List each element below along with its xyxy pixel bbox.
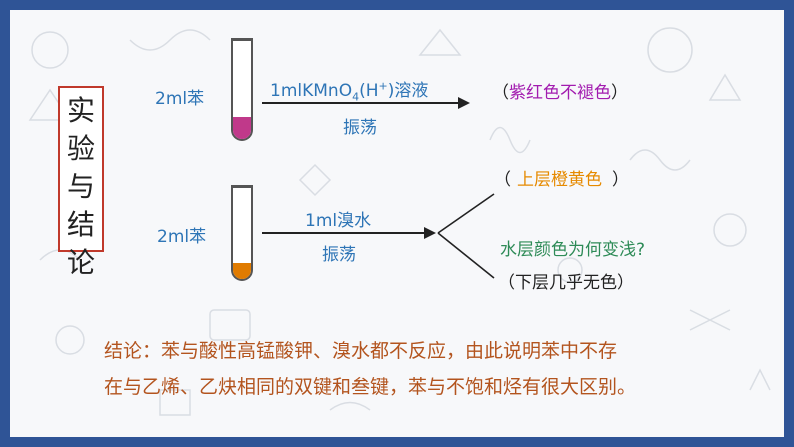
tube-lip (233, 185, 251, 188)
exp1-result-text: 紫红色不褪色 (509, 83, 611, 103)
exp2-upper-result: （ 上层橙黄色 ） (494, 165, 629, 190)
exp1-sample-label: 2ml苯 (155, 89, 205, 109)
exp2-lower-result: （下层几乎无色） (498, 273, 634, 293)
frame-left (0, 0, 10, 447)
conclusion-line-1: 结论：苯与酸性高锰酸钾、溴水都不反应，由此说明苯中不存 (104, 340, 618, 362)
exp1-result-open: （ (492, 83, 509, 103)
tube-lip (233, 38, 251, 41)
test-tube-kmno4 (231, 38, 253, 141)
exp2-upper-text: 上层橙黄色 (517, 170, 602, 190)
exp1-reagent-sub: 4 (352, 90, 360, 104)
exp2-branch-lines (437, 193, 495, 279)
exp2-reagent-label: 1ml溴水 (305, 211, 372, 231)
exp2-action-label: 振荡 (322, 245, 356, 265)
conclusion-line-2: 在与乙烯、乙炔相同的双键和叁键，苯与不饱和烃有很大区别。 (104, 376, 637, 398)
frame-right (784, 0, 794, 447)
exp2-sample-label: 2ml苯 (157, 227, 207, 247)
exp1-reagent-prefix: 1mlKMnO (270, 81, 353, 101)
exp1-action-label: 振荡 (343, 118, 377, 138)
side-title-box (58, 86, 104, 252)
tube-liquid-orange (233, 263, 251, 279)
exp2-upper-open: （ (494, 170, 511, 190)
frame-bottom (0, 437, 794, 447)
exp1-arrow (262, 97, 470, 109)
exp2-upper-close: ） (612, 170, 629, 190)
test-tube-bromine (231, 185, 253, 281)
exp2-arrow (262, 227, 436, 239)
exp1-reagent-paren-open: (H (359, 81, 379, 101)
exp1-result: （紫红色不褪色） (492, 78, 628, 103)
tube-liquid-purple (233, 117, 251, 139)
side-title: 实验与结论 (66, 94, 95, 279)
frame-top (0, 0, 794, 10)
exp1-reagent-suffix: )溶液 (387, 81, 429, 101)
doodle-background (28, 27, 771, 416)
exp1-reagent-label: 1mlKMnO4(H+)溶液 (270, 76, 428, 103)
exp2-question: 水层颜色为何变浅? (500, 240, 646, 260)
conclusion-text: 结论：苯与酸性高锰酸钾、溴水都不反应，由此说明苯中不存 在与乙烯、乙炔相同的双键… (104, 333, 744, 405)
exp1-reagent-sup: + (378, 79, 388, 93)
exp1-result-close: ） (611, 83, 628, 103)
